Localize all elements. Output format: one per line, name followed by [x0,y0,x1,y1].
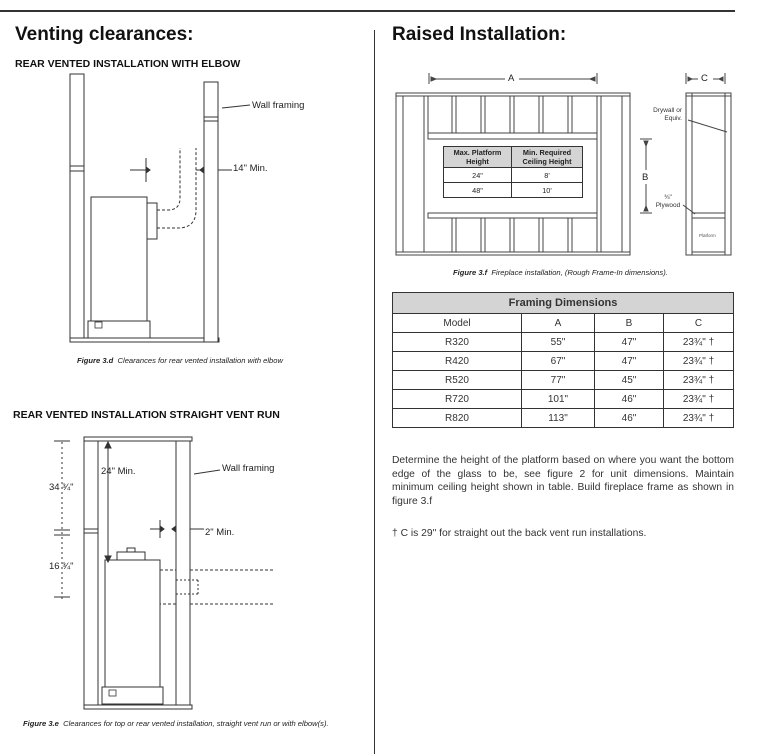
fig-f-label-c: C [701,73,708,84]
fig-d-title: REAR VENTED INSTALLATION WITH ELBOW [15,58,241,70]
fig-e-title: REAR VENTED INSTALLATION STRAIGHT VENT R… [13,409,280,421]
column-divider [374,30,375,754]
fig-f-platform-label: Platform [699,233,716,238]
framing-table-title: Framing Dimensions [392,292,734,314]
fig-d-clearance-label: 14" Min. [233,163,268,174]
fig-e-dim-upper: 34 ¾" [49,482,74,493]
fig-f-plywood-label: ¾"Plywood [655,194,681,209]
instructions-paragraph: Determine the height of the platform bas… [392,455,734,507]
fig-e-caption: Figure 3.e Clearances for top or rear ve… [23,719,329,728]
fig-f-label-a: A [508,73,515,84]
fig-e-top-clearance: 24" Min. [101,466,136,477]
fig-f-label-b: B [642,172,649,183]
venting-clearances-heading: Venting clearances: [15,24,194,45]
framing-table-header: Model A B C [392,313,734,333]
fig-e-dim-lower: 16 ¾" [49,561,74,572]
raised-installation-heading: Raised Installation: [392,24,567,45]
footnote: † C is 29" for straight out the back ven… [392,528,647,539]
table-row: 48"10' [443,182,583,198]
table-row: 24"8' [443,167,583,183]
fig-e-side-clearance: 2" Min. [205,527,235,538]
fig-f-caption: Figure 3.f Fireplace installation, (Roug… [453,268,668,277]
top-rule [0,10,735,12]
fig-d-caption: Figure 3.d Clearances for rear vented in… [77,356,283,365]
fig-e-wall-label: Wall framing [222,463,275,474]
fig-d-wall-label: Wall framing [252,100,305,111]
